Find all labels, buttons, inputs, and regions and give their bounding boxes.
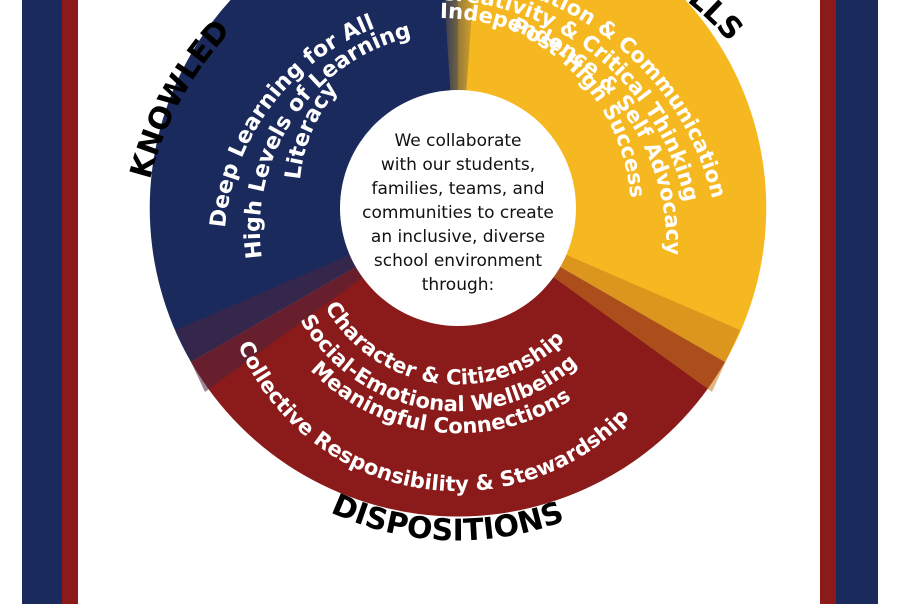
frame-right-outer bbox=[836, 0, 878, 604]
center-line-5: an inclusive, diverse bbox=[371, 227, 545, 247]
center-statement: We collaborate with our students, famili… bbox=[362, 131, 554, 295]
center-circle bbox=[340, 90, 576, 326]
center-line-2: with our students, bbox=[381, 155, 535, 175]
frame-left-outer bbox=[22, 0, 62, 604]
skills-segment bbox=[458, 0, 767, 362]
frame-right-inner bbox=[820, 0, 836, 604]
center-line-7: through: bbox=[422, 275, 495, 295]
center-line-6: school environment bbox=[374, 251, 543, 271]
center-line-3: families, teams, and bbox=[371, 179, 544, 199]
frame-left-inner bbox=[62, 0, 78, 604]
center-line-1: We collaborate bbox=[394, 131, 521, 151]
center-line-4: communities to create bbox=[362, 203, 554, 223]
knowledge-segment bbox=[149, 0, 458, 362]
